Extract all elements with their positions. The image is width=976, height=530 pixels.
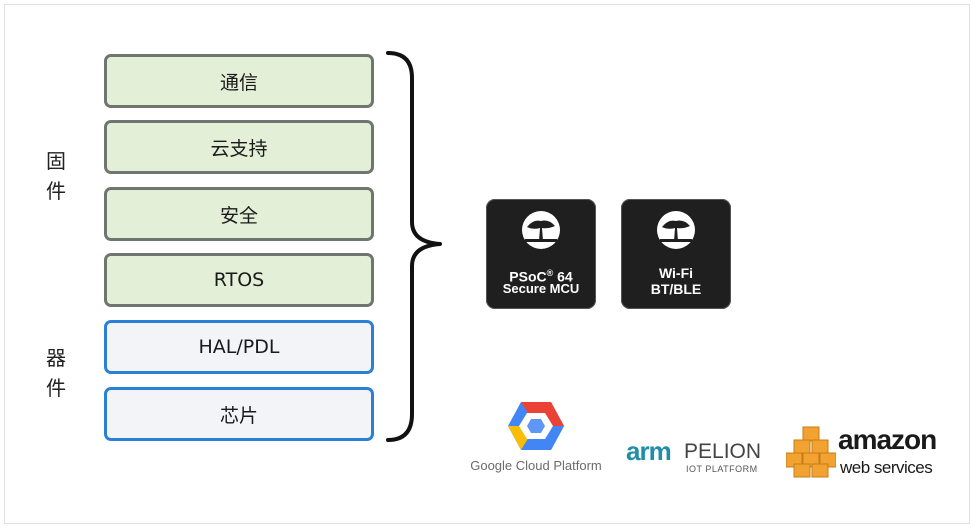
hardware-label-char-2: 件 — [46, 376, 66, 400]
chip-psoc64: PSoC® 64 Secure MCU — [486, 199, 596, 309]
iot-platform-text: IOT PLATFORM — [686, 464, 758, 474]
tree-logo-icon — [657, 211, 695, 249]
chip-bt-line2: BT/BLE — [650, 281, 702, 297]
arm-pelion-logo: arm PELION IOT PLATFORM — [626, 436, 766, 478]
layer-cloud-support: 云支持 — [104, 120, 374, 174]
layer-communication: 通信 — [104, 54, 374, 108]
firmware-label-char-2: 件 — [46, 179, 66, 203]
firmware-label-char-1: 固 — [46, 149, 66, 173]
google-cloud-platform-logo: Google Cloud Platform — [466, 398, 606, 478]
web-services-text: web services — [840, 458, 933, 477]
chip-wifi-line1: Wi-Fi — [658, 265, 694, 281]
firmware-label: 固 件 — [44, 146, 68, 206]
pelion-text: PELION — [684, 440, 762, 463]
hardware-label: 器 件 — [44, 343, 68, 403]
diagram-frame — [4, 4, 970, 524]
aws-cubes-icon — [786, 426, 836, 478]
chip-wifi-bt: Wi-Fi BT/BLE — [621, 199, 731, 309]
curly-brace — [386, 51, 442, 442]
arm-brand-text: arm — [626, 436, 672, 466]
layer-security: 安全 — [104, 187, 374, 241]
tree-logo-icon — [522, 211, 560, 249]
amazon-text: amazon — [838, 424, 937, 455]
layer-chip: 芯片 — [104, 387, 374, 441]
aws-logo: amazon web services — [786, 424, 956, 484]
google-cloud-hexagon-icon — [508, 402, 564, 450]
layer-hal-pdl: HAL/PDL — [104, 320, 374, 374]
google-cloud-platform-text: Google Cloud Platform — [470, 458, 602, 473]
chip-psoc64-line2: Secure MCU — [502, 281, 580, 296]
hardware-label-char-1: 器 — [46, 346, 66, 370]
chip-psoc64-line1: PSoC® 64 — [509, 268, 573, 285]
layer-rtos: RTOS — [104, 253, 374, 307]
